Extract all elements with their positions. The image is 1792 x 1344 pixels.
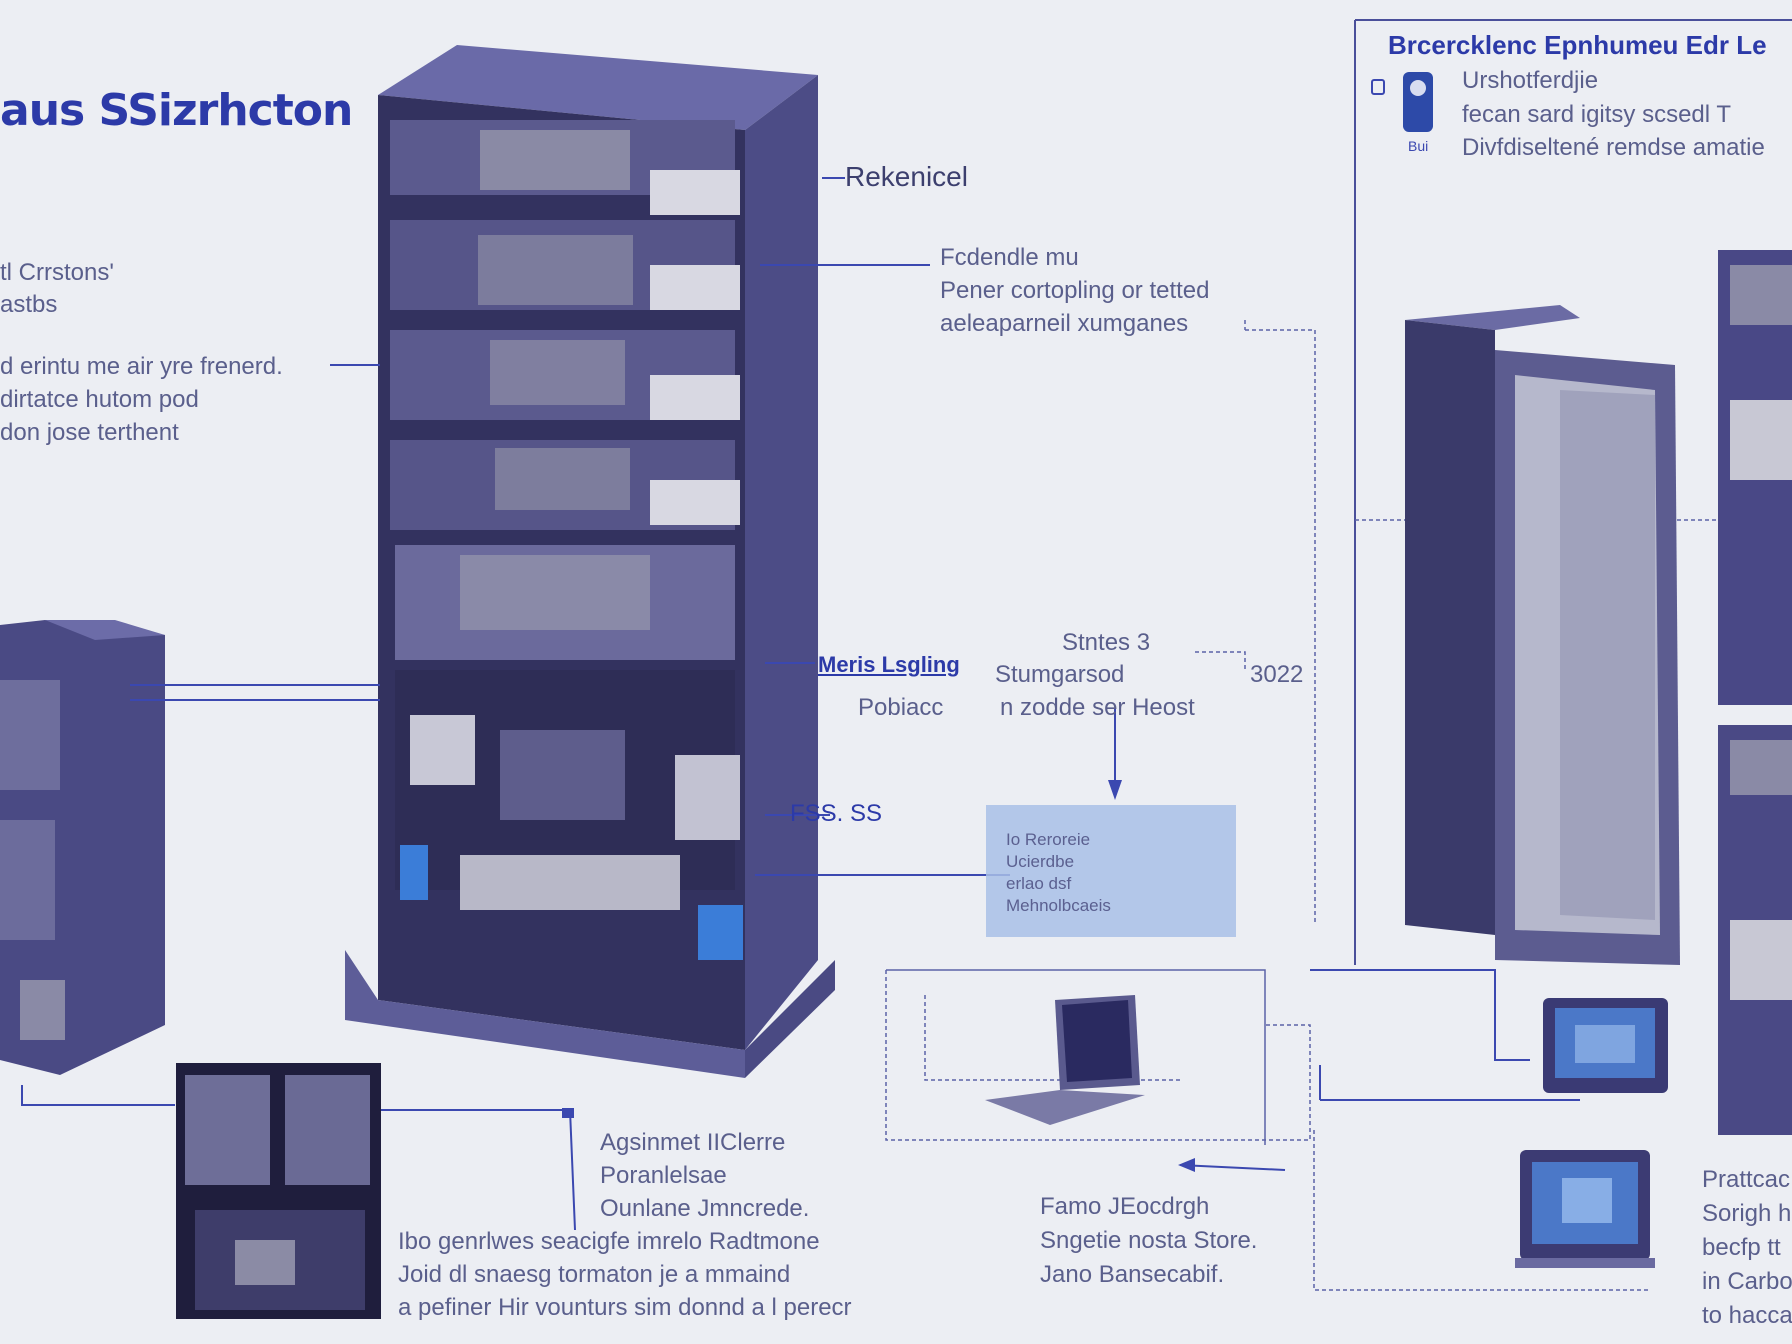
left-label-4: dirtatce hutom pod [0, 386, 199, 413]
label-fss: FSS. SS [790, 800, 883, 827]
cabinet-icon [0, 620, 165, 1075]
mid-label-3: aeleaparneil xumganes [940, 310, 1189, 337]
bottom-mid-1: Famo JEocdrgh [1040, 1193, 1210, 1220]
label-rekenicel: Rekenicel [845, 161, 968, 192]
laptop-icon [985, 995, 1145, 1125]
bottom-long-1: Ibo genrlwes seacigfe imrelo Radtmone [398, 1228, 820, 1255]
left-label-3: d erintu me air yre frenerd. [0, 353, 283, 380]
server-rack-icon [345, 45, 835, 1078]
component-photo [176, 1063, 381, 1319]
camera-icon [1371, 72, 1433, 132]
bottom-right-3: becfp tt [1702, 1234, 1781, 1261]
bottom-mid-3: Jano Bansecabif. [1040, 1261, 1225, 1288]
top-right-line-2: fecan sard igitsy scsedl T [1462, 101, 1732, 128]
bottom-center-3: Ounlane Jmncrede. [600, 1195, 810, 1222]
label-3022: 3022 [1250, 661, 1304, 688]
note-line-3: erlao dsf [1006, 874, 1072, 893]
note-line-4: Mehnolbcaeis [1006, 896, 1111, 915]
open-cabinet-icon [1405, 305, 1680, 965]
bottom-right-1: Prattcac [1702, 1166, 1791, 1193]
top-right-line-1: Urshotferdjie [1462, 67, 1599, 94]
top-right-header: Brcercklenc Epnhumeu Edr Le [1388, 30, 1767, 60]
monitor-icon [1515, 998, 1668, 1268]
label-stumgarsod: Stumgarsod [995, 661, 1125, 688]
bottom-right-5: to hacca [1702, 1302, 1792, 1329]
note-line-2: Ucierdbe [1006, 852, 1075, 871]
bottom-long-2: Joid dl snaesg tormaton je a mmaind [398, 1261, 791, 1288]
label-pobiacc: Pobiacc [858, 694, 944, 721]
bottom-right-2: Sorigh h [1702, 1200, 1792, 1227]
note-line-1: Io Reroreie [1006, 830, 1091, 849]
mid-label-2: Pener cortopling or tetted [940, 277, 1210, 304]
left-label-5: don jose terthent [0, 419, 179, 446]
mid-label-1: Fcdendle mu [940, 244, 1079, 271]
left-label-1: tl Crrstons' [0, 259, 114, 286]
label-zodde: n zodde ser Heost [1000, 694, 1195, 721]
note-box [986, 805, 1236, 937]
bottom-center-1: Agsinmet IIClerre [600, 1129, 786, 1156]
left-label-2: astbs [0, 291, 58, 318]
bottom-center-2: Poranlelsae [600, 1162, 727, 1189]
page-title: aus SSizrhcton [0, 85, 353, 136]
label-meris: Meris Lsgling [818, 652, 960, 677]
label-stntes: Stntes 3 [1062, 629, 1151, 656]
bottom-mid-2: Sngetie nosta Store. [1040, 1227, 1258, 1254]
bottom-right-4: in Carbo [1702, 1268, 1792, 1295]
camera-label: Bui [1408, 138, 1429, 154]
top-right-line-3: Divfdiseltené remdse amatie [1462, 134, 1765, 161]
right-rack-icon [1718, 250, 1792, 1135]
bottom-long-3: a pefiner Hir vounturs sim donnd a l per… [398, 1294, 852, 1321]
